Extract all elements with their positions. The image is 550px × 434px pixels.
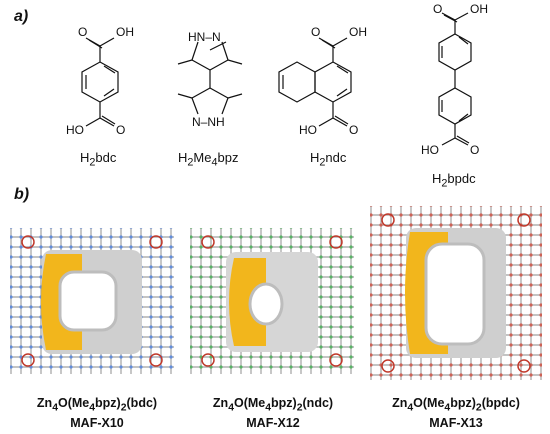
atom-label-ho: HO xyxy=(66,123,84,137)
framework-render-maf-x12 xyxy=(190,228,354,374)
atom-label-oh: OH xyxy=(470,2,488,16)
linker-label-h2ndc: H2ndc xyxy=(310,150,347,169)
linker-label-h2bdc: H2bdc xyxy=(80,150,117,169)
atom-label-oh: OH xyxy=(349,25,367,39)
panel-a-label: a) xyxy=(14,8,29,25)
framework-code: MAF-X13 xyxy=(429,415,483,430)
structure-h2bdc: O O OH HO xyxy=(66,25,134,137)
framework-caption-maf-x13: Zn4O(Me4bpz)2(bpdc) MAF-X13 xyxy=(376,396,536,431)
svg-text:O: O xyxy=(311,25,320,39)
svg-text:O: O xyxy=(349,123,358,137)
panel-b-label: b) xyxy=(14,186,30,203)
framework-render-maf-x13 xyxy=(370,206,542,380)
framework-code: MAF-X12 xyxy=(246,415,300,430)
framework-code: MAF-X10 xyxy=(70,415,124,430)
framework-formula: Zn4O(Me4bpz)2(ndc) xyxy=(212,396,334,414)
atom-label-ho: HO xyxy=(421,143,439,157)
pyrazole-bottom-label: N–NH xyxy=(192,115,225,129)
svg-text:O: O xyxy=(433,2,442,16)
framework-render-maf-x10 xyxy=(10,228,174,374)
linker-label-h2me4bpz: H2Me4bpz xyxy=(178,150,239,169)
linker-label-h2bpdc: H2bpdc xyxy=(432,171,476,190)
atom-label-ho: HO xyxy=(299,123,317,137)
framework-formula: Zn4O(Me4bpz)2(bpdc) xyxy=(392,396,520,414)
svg-text:O: O xyxy=(470,143,479,157)
structure-h2bpdc: O O OH HO xyxy=(421,2,488,157)
structure-h2ndc: O O OH HO xyxy=(278,25,367,137)
structure-h2me4bpz: HN–N N–NH xyxy=(177,30,243,129)
svg-text:O: O xyxy=(116,123,125,137)
atom-label-oh: OH xyxy=(116,25,134,39)
framework-caption-maf-x12: Zn4O(Me4bpz)2(ndc) MAF-X12 xyxy=(198,396,348,431)
framework-caption-maf-x10: Zn4O(Me4bpz)2(bdc) MAF-X10 xyxy=(22,396,172,431)
svg-text:O: O xyxy=(78,25,87,39)
framework-formula: Zn4O(Me4bpz)2(bdc) xyxy=(36,396,158,414)
pyrazole-top-label: HN–N xyxy=(188,30,221,44)
